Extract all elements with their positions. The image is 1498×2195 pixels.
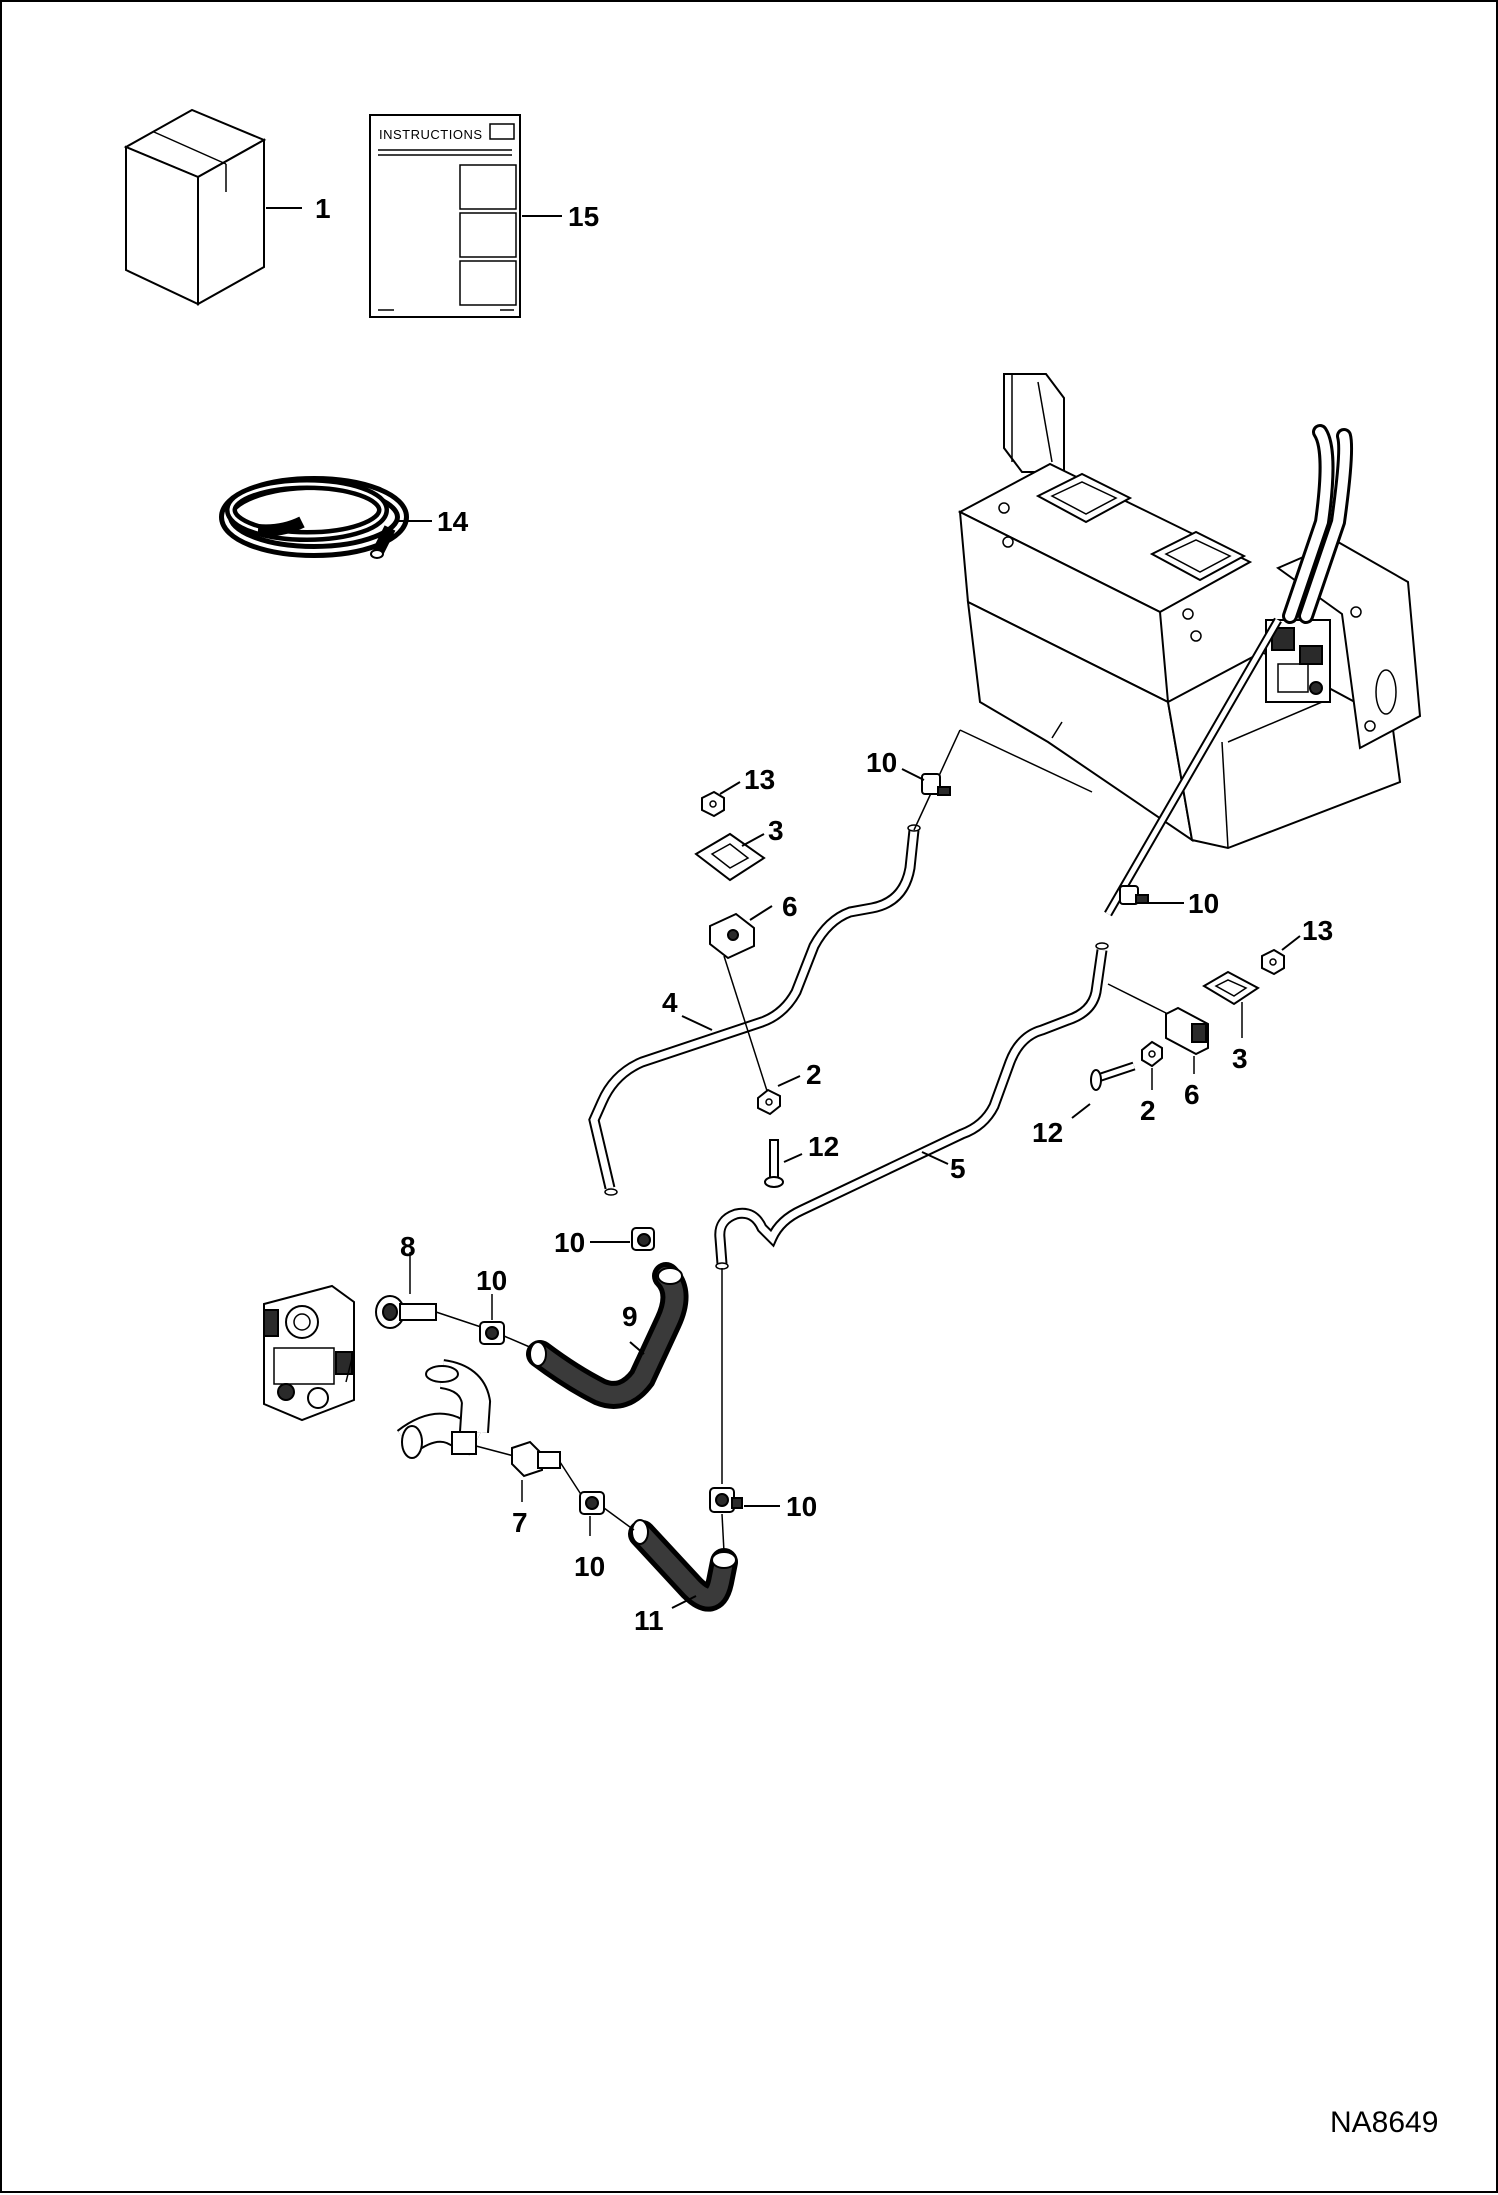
heater-box-assembly — [957, 373, 1422, 850]
drawing-number: NA8649 — [1330, 2106, 1438, 2139]
callout-15: 15 — [568, 201, 599, 232]
nut-13a — [701, 790, 725, 818]
callout-2b: 2 — [1140, 1095, 1156, 1126]
callout-10a: 10 — [866, 747, 897, 778]
callout-5: 5 — [950, 1153, 966, 1184]
callout-6a: 6 — [782, 891, 798, 922]
hose-9 — [526, 1262, 689, 1409]
callout-9: 9 — [622, 1301, 638, 1332]
elbow-pipe — [396, 1359, 492, 1459]
callout-10c: 10 — [554, 1227, 585, 1258]
washer-2b — [1141, 1040, 1163, 1068]
clamp-10a — [921, 773, 951, 796]
mount-axis-a — [723, 955, 769, 1095]
leader-port-lower — [1107, 983, 1169, 1015]
callout-13a: 13 — [744, 764, 775, 795]
washer-2a — [757, 1088, 781, 1116]
fitting-8 — [375, 1295, 437, 1329]
bracket-6a — [709, 912, 755, 960]
clamp-10d — [479, 1321, 505, 1345]
clamp-10e — [579, 1491, 605, 1515]
callout-10b: 10 — [1188, 888, 1219, 919]
bolt-12b — [1090, 1061, 1136, 1091]
tube-4 — [588, 824, 921, 1196]
instruction-sheet-heading: INSTRUCTIONS — [379, 127, 483, 142]
callout-11: 11 — [634, 1605, 664, 1636]
kit-box — [123, 108, 267, 306]
nut-13b — [1261, 948, 1285, 976]
clamp-10b — [1119, 885, 1149, 905]
tube-5 — [714, 942, 1109, 1270]
leader-port-upper-down — [937, 729, 961, 779]
bolt-12a — [764, 1139, 784, 1188]
callout-13b: 13 — [1302, 915, 1333, 946]
callout-12b: 12 — [1032, 1117, 1063, 1148]
callout-10e: 10 — [574, 1551, 605, 1582]
clamp-10f — [709, 1487, 743, 1513]
callout-2a: 2 — [806, 1059, 822, 1090]
callout-10f: 10 — [786, 1491, 817, 1522]
callout-7: 7 — [512, 1507, 528, 1538]
pump-valve-body — [263, 1284, 355, 1422]
plate-3a — [694, 832, 766, 882]
hose-11 — [628, 1519, 738, 1612]
callout-1: 1 — [315, 193, 331, 224]
callout-3b: 3 — [1232, 1043, 1248, 1074]
clamp-10c — [631, 1227, 655, 1251]
coiled-tubing — [219, 476, 409, 559]
bracket-6b — [1165, 1006, 1209, 1056]
callout-3a: 3 — [768, 815, 784, 846]
callout-10d: 10 — [476, 1265, 507, 1296]
leader-port-upper — [959, 729, 1093, 793]
callout-12a: 12 — [808, 1131, 839, 1162]
callout-6b: 6 — [1184, 1079, 1200, 1110]
callout-8: 8 — [400, 1231, 416, 1262]
callout-4: 4 — [662, 987, 678, 1018]
instruction-sheet: INSTRUCTIONS — [369, 114, 521, 318]
fitting-7 — [511, 1440, 561, 1478]
callout-14: 14 — [437, 506, 469, 537]
plate-3b — [1202, 970, 1260, 1006]
